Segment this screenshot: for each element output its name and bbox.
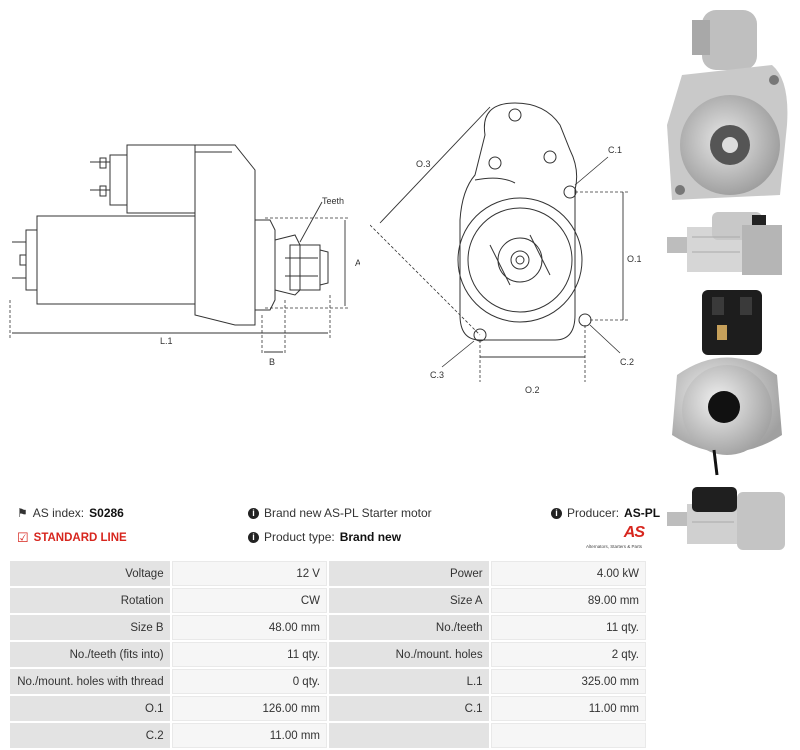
spec-label: C.1 bbox=[328, 696, 489, 721]
product-type-value: Brand new bbox=[339, 530, 402, 544]
spec-value: 11.00 mm bbox=[490, 696, 646, 721]
spec-value: 325.00 mm bbox=[490, 669, 646, 694]
spec-label bbox=[328, 723, 489, 748]
standard-line: ☑ STANDARD LINE bbox=[17, 530, 127, 546]
standard-line-label: STANDARD LINE bbox=[33, 532, 127, 544]
producer-label: Producer: bbox=[567, 506, 620, 520]
photo-angled-view[interactable] bbox=[662, 482, 792, 557]
check-square-icon: ☑ bbox=[17, 530, 29, 545]
teeth-label: Teeth bbox=[322, 196, 344, 206]
as-index-label: AS index: bbox=[32, 506, 85, 520]
spec-value: 11 qty. bbox=[171, 642, 327, 667]
as-index: ⚑ AS index: S0286 bbox=[17, 506, 124, 520]
dim-c1-label: C.1 bbox=[608, 145, 622, 155]
producer-value: AS-PL bbox=[624, 506, 661, 520]
spec-label: Rotation bbox=[10, 588, 170, 613]
spec-value: 126.00 mm bbox=[171, 696, 327, 721]
spec-value: 4.00 kW bbox=[490, 561, 646, 586]
info-icon: i bbox=[551, 507, 562, 519]
producer: i Producer: AS-PL bbox=[551, 506, 660, 520]
dim-o2-label: O.2 bbox=[525, 385, 540, 395]
spec-label: C.2 bbox=[10, 723, 170, 748]
product-type: i Product type: Brand new bbox=[248, 530, 401, 544]
spec-value bbox=[490, 723, 646, 748]
brand-logo: AS Alternators, Starters & Parts bbox=[586, 524, 648, 552]
spec-label: L.1 bbox=[328, 669, 489, 694]
logo-mark: AS bbox=[623, 524, 645, 541]
dim-c2-label: C.2 bbox=[620, 357, 634, 367]
photo-side-view[interactable] bbox=[662, 207, 792, 282]
dim-a-label: A bbox=[355, 258, 360, 268]
spec-label: Voltage bbox=[10, 561, 170, 586]
spec-value: 48.00 mm bbox=[171, 615, 327, 640]
side-view-drawing: Teeth A L.1 B bbox=[9, 144, 360, 367]
spec-value: 11.00 mm bbox=[171, 723, 327, 748]
spec-label: No./mount. holes bbox=[328, 642, 489, 667]
dim-c3-label: C.3 bbox=[430, 370, 444, 380]
table-row: No./teeth (fits into)11 qty.No./mount. h… bbox=[10, 642, 646, 667]
spec-label: No./mount. holes with thread bbox=[10, 669, 170, 694]
front-view-drawing: O.3 C.1 O.1 C.2 C.3 O.2 bbox=[370, 102, 642, 395]
logo-tagline: Alternators, Starters & Parts bbox=[586, 544, 643, 549]
spec-label: No./teeth (fits into) bbox=[10, 642, 170, 667]
photo-rear-view[interactable] bbox=[662, 285, 792, 480]
spec-label: No./teeth bbox=[328, 615, 489, 640]
info-icon: i bbox=[248, 531, 259, 543]
spec-label: O.1 bbox=[10, 696, 170, 721]
spec-value: 2 qty. bbox=[490, 642, 646, 667]
spec-label: Power bbox=[328, 561, 489, 586]
spec-value: 89.00 mm bbox=[490, 588, 646, 613]
spec-label: Size B bbox=[10, 615, 170, 640]
description-text: Brand new AS-PL Starter motor bbox=[264, 506, 432, 520]
dim-o1-label: O.1 bbox=[627, 254, 642, 264]
spec-value: 12 V bbox=[171, 561, 327, 586]
photo-front-view[interactable] bbox=[662, 5, 792, 207]
spec-value: 0 qty. bbox=[171, 669, 327, 694]
spec-value: CW bbox=[171, 588, 327, 613]
tags-icon: ⚑ bbox=[17, 506, 28, 520]
as-index-value: S0286 bbox=[89, 506, 124, 520]
dim-l1-label: L.1 bbox=[160, 336, 173, 346]
product-type-label: Product type: bbox=[264, 530, 335, 544]
dim-o3-label: O.3 bbox=[416, 159, 431, 169]
dim-b-label: B bbox=[269, 357, 275, 367]
spec-value: 11 qty. bbox=[490, 615, 646, 640]
description: i Brand new AS-PL Starter motor bbox=[248, 506, 432, 520]
info-icon: i bbox=[248, 507, 259, 519]
spec-label: Size A bbox=[328, 588, 489, 613]
